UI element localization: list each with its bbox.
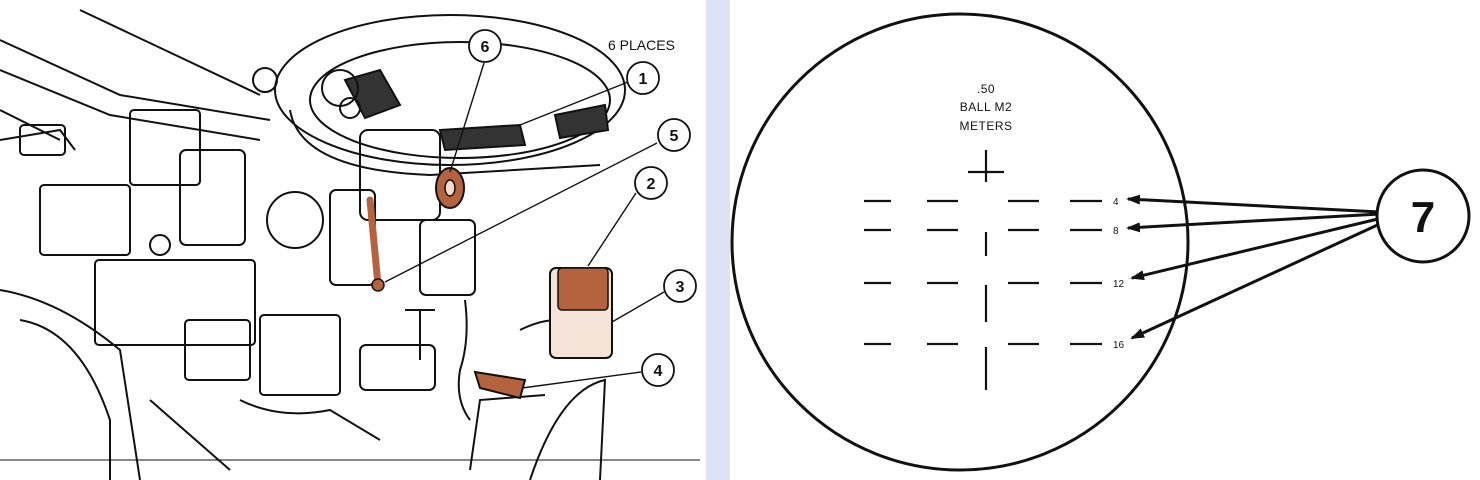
reticle-caliber: .50 [977,82,995,96]
turret-drawing: 6 1 5 2 3 4 6 PLACES [0,9,700,480]
cable [457,299,471,421]
callout-6: 6 [468,29,502,63]
callout-5: 5 [657,118,691,152]
svg-text:7: 7 [1411,193,1435,242]
range-mark: 12 [1113,279,1125,290]
ceiling-beam [0,39,271,121]
vision-block [553,103,610,140]
highlighted-lever [366,196,382,289]
highlighted-lever-tip [371,278,385,292]
seat-right [529,378,607,480]
control-handle-box [419,219,476,296]
gear-housing [266,191,324,249]
highlighted-control-box-top [557,267,609,311]
seat-back [0,289,141,480]
mechanism-post [405,309,435,360]
pipe [239,399,381,441]
seat-back [19,319,111,480]
svg-text:1: 1 [639,71,648,88]
bracket [469,394,546,471]
periscope-knob [252,67,278,93]
pointer-arrow [1126,212,1381,233]
periscope-knob [339,97,361,119]
places-note: 6 PLACES [608,37,675,53]
cupola-lower-edge [289,109,601,177]
leader-line-4 [521,371,642,389]
reticle-circle [730,12,1190,472]
range-mark: 4 [1113,197,1119,208]
callout-1: 1 [626,61,660,95]
gauge [149,234,171,256]
leader-line-5 [384,142,658,283]
vision-block [343,68,402,120]
callout-2: 2 [634,166,668,200]
reticle-drawing: .50 BALL M2 METERS 4 8 [730,12,1471,472]
cupola-ring-inner [309,41,611,159]
panel-divider [706,0,730,480]
callout-3: 3 [663,269,697,303]
range-mark: 8 [1113,226,1119,237]
equipment-box [179,149,246,246]
leader-line-3 [611,291,665,323]
control-panel [259,314,341,396]
svg-text:6: 6 [481,39,490,56]
sight-reticle-diagram: .50 BALL M2 METERS 4 8 [730,0,1480,480]
equipment-box [19,124,66,156]
reticle-units: METERS [959,119,1012,133]
callout-4: 4 [641,353,675,387]
strut [149,399,231,471]
svg-text:3: 3 [676,279,685,296]
cupola-ring-outer [274,14,626,166]
control-panel [184,319,251,381]
highlighted-knob-center [444,179,456,197]
callout-7: 7 [1375,168,1471,264]
pointer-arrow [1130,220,1385,340]
vision-block [438,123,527,152]
leader-line-2 [587,192,637,267]
svg-text:5: 5 [670,128,679,145]
leader-line-6 [449,62,485,173]
svg-text:4: 4 [654,363,663,380]
reticle-ammo: BALL M2 [960,100,1012,114]
ceiling-beam [79,9,261,96]
pipe [0,128,76,151]
ceiling-beam [0,69,261,141]
range-mark: 16 [1113,340,1125,351]
svg-text:2: 2 [647,176,656,193]
equipment-box [129,109,201,186]
pointer-arrow [1126,194,1381,214]
pointer-arrow [1130,216,1383,281]
aim-cross [968,150,1004,182]
equipment-box [39,184,131,256]
highlighted-wedge [473,370,527,400]
leader-line-1 [519,81,629,126]
turret-interior-illustration: 6 1 5 2 3 4 6 PLACES [0,0,706,480]
control-panel [94,259,256,346]
mechanism [359,344,436,391]
